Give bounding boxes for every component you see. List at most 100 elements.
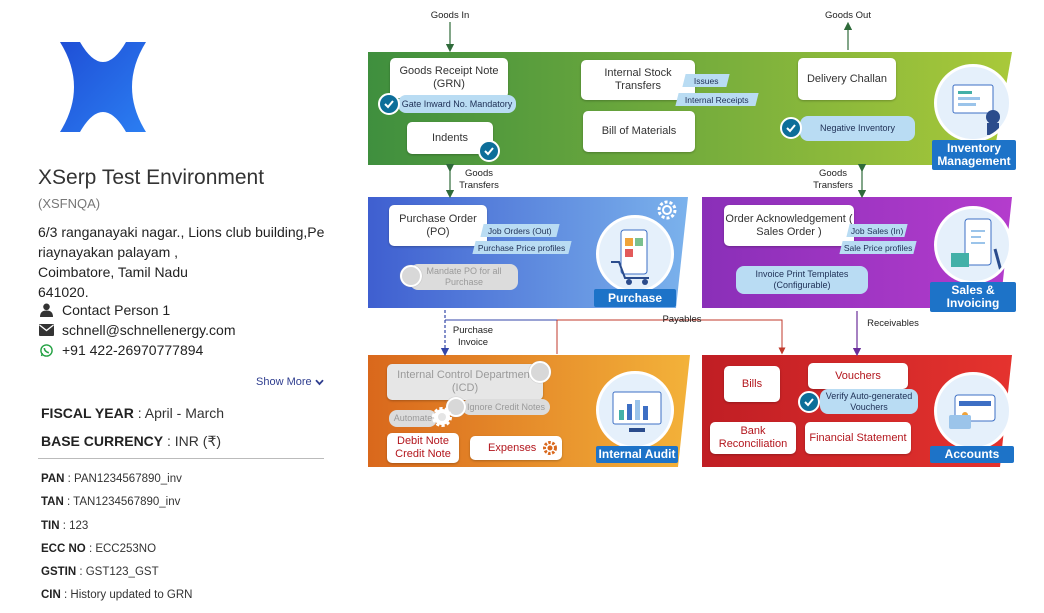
goods-out-label: Goods Out [825,10,871,21]
ignore-credit-toggle-icon[interactable] [446,397,466,417]
id-value: : TAN1234567890_inv [66,496,181,508]
inventory-management-badge[interactable]: Inventory Management [932,140,1016,170]
negative-inventory-option[interactable]: Negative Inventory [800,116,915,141]
address-city: Coimbatore, Tamil Nadu [38,264,188,280]
accounts-illustration-icon [934,372,1012,450]
phone-row: +91 422-26970777894 [38,342,203,358]
sale-price-profiles-label: Sale Price profiles [843,242,913,253]
internal-receipts-label: Internal Receipts [685,94,749,105]
gstin-row: GSTIN : GST123_GST [41,566,159,578]
vouchers-card[interactable]: Vouchers [808,363,908,389]
gate-inward-option[interactable]: Gate Inward No. Mandatory [398,95,516,113]
bank-reconciliation-card[interactable]: Bank Reconciliation [710,422,796,454]
cin-row: CIN : History updated to GRN [41,589,193,601]
verify-auto-vouchers-option[interactable]: Verify Auto-generated Vouchers [820,389,918,414]
sales-invoicing-badge[interactable]: Sales & Invoicing [930,282,1016,312]
purchase-price-profiles-tag[interactable]: Purchase Price profiles [472,241,572,254]
gear-icon [657,200,677,220]
negative-inventory-check-icon [780,117,802,139]
grn-card[interactable]: Goods Receipt Note (GRN) [390,58,508,98]
gate-inward-check-icon [378,93,400,115]
email-row: schnell@schnellenergy.com [38,322,235,338]
company-panel: XSerp Test Environment (XSFNQA) 6/3 rang… [0,0,340,613]
purchase-invoice-label: Purchase Invoice [452,325,494,348]
ecc-row: ECC NO : ECC253NO [41,543,156,555]
goods-transfers-label-2: Goods Transfers [813,168,853,191]
automate-gear-icon [432,407,452,427]
envelope-icon [38,322,54,338]
payables-label: Payables [662,314,702,325]
audit-illustration-icon [596,371,674,449]
expenses-gear-icon [543,441,557,455]
id-label: GSTIN [41,566,77,578]
tan-row: TAN : TAN1234567890_inv [41,496,180,508]
fiscal-year: FISCAL YEAR : April - March [41,405,224,421]
goods-in-label: Goods In [430,10,470,21]
pan-row: PAN : PAN1234567890_inv [41,473,182,485]
id-label: ECC NO [41,543,86,555]
verify-vouchers-check-icon [798,391,820,413]
base-currency: BASE CURRENCY : INR (₹) [41,433,221,450]
id-value: : PAN1234567890_inv [67,473,182,485]
mandate-po-option[interactable]: Mandate PO for all Purchase [410,264,518,290]
issues-label: Issues [693,75,719,86]
internal-stock-card[interactable]: Internal Stock Transfers [581,60,695,100]
tin-row: TIN : 123 [41,520,88,532]
id-label: CIN [41,589,61,601]
job-orders-label: Job Orders (Out) [488,225,552,236]
receivables-label: Receivables [867,318,919,329]
id-value: : History updated to GRN [64,589,193,601]
purchase-illustration-icon [596,215,674,293]
job-sales-label: Job Sales (In) [850,225,904,236]
internal-audit-badge[interactable]: Internal Audit [596,446,678,463]
fiscal-year-label: FISCAL YEAR [41,405,134,421]
company-code: (XSFNQA) [38,196,101,211]
address-line: 6/3 ranganayaki nagar., Lions club build… [38,224,325,260]
ignore-credit-notes-option[interactable]: Ignore Credit Notes [462,399,550,415]
base-currency-label: BASE CURRENCY [41,433,164,449]
sales-illustration-icon [934,206,1012,284]
expenses-card[interactable]: Expenses [470,436,562,460]
delivery-challan-card[interactable]: Delivery Challan [798,58,896,100]
id-label: TIN [41,520,60,532]
debit-credit-note-card[interactable]: Debit Note Credit Note [387,433,459,463]
fiscal-year-value: : April - March [137,405,225,421]
accounts-badge[interactable]: Accounts [930,446,1014,463]
purchase-badge[interactable]: Purchase [594,289,676,307]
icd-card[interactable]: Internal Control Department (ICD) [387,364,543,400]
sale-price-profiles-tag[interactable]: Sale Price profiles [839,241,917,254]
divider [38,458,324,459]
financial-statement-card[interactable]: Financial Statement [805,422,911,454]
show-more-link[interactable]: Show More [256,376,324,388]
indents-check-icon [478,140,500,162]
whatsapp-icon [38,342,54,358]
job-sales-tag[interactable]: Job Sales (In) [846,224,908,237]
xserp-logo-icon [60,42,146,132]
issues-tag[interactable]: Issues [682,74,730,87]
address-pincode: 641020. [38,284,89,300]
invoice-print-templates-option[interactable]: Invoice Print Templates (Configurable) [736,266,868,294]
id-value: : ECC253NO [88,543,157,555]
order-acknowledgement-card[interactable]: Order Acknowledgement ( Sales Order ) [724,205,854,246]
contact-person: Contact Person 1 [62,302,171,318]
inventory-illustration-icon [934,64,1012,142]
chevron-down-icon [314,379,324,385]
person-icon [38,302,54,318]
company-name: XSerp Test Environment [38,166,265,189]
contact-phone[interactable]: +91 422-26970777894 [62,342,204,358]
bills-card[interactable]: Bills [724,366,780,402]
mandate-po-toggle-icon[interactable] [400,265,422,287]
job-orders-tag[interactable]: Job Orders (Out) [480,224,560,237]
contact-email[interactable]: schnell@schnellenergy.com [62,322,236,338]
company-address: 6/3 ranganayaki nagar., Lions club build… [38,222,328,302]
id-label: PAN [41,473,65,485]
automate-option[interactable]: Automate [389,410,437,427]
id-value: : 123 [62,520,89,532]
icd-toggle-icon[interactable] [529,361,551,383]
id-value: : GST123_GST [79,566,159,578]
purchase-order-card[interactable]: Purchase Order (PO) [389,205,487,246]
bom-card[interactable]: Bill of Materials [583,111,695,152]
id-label: TAN [41,496,64,508]
internal-receipts-tag[interactable]: Internal Receipts [675,93,759,106]
